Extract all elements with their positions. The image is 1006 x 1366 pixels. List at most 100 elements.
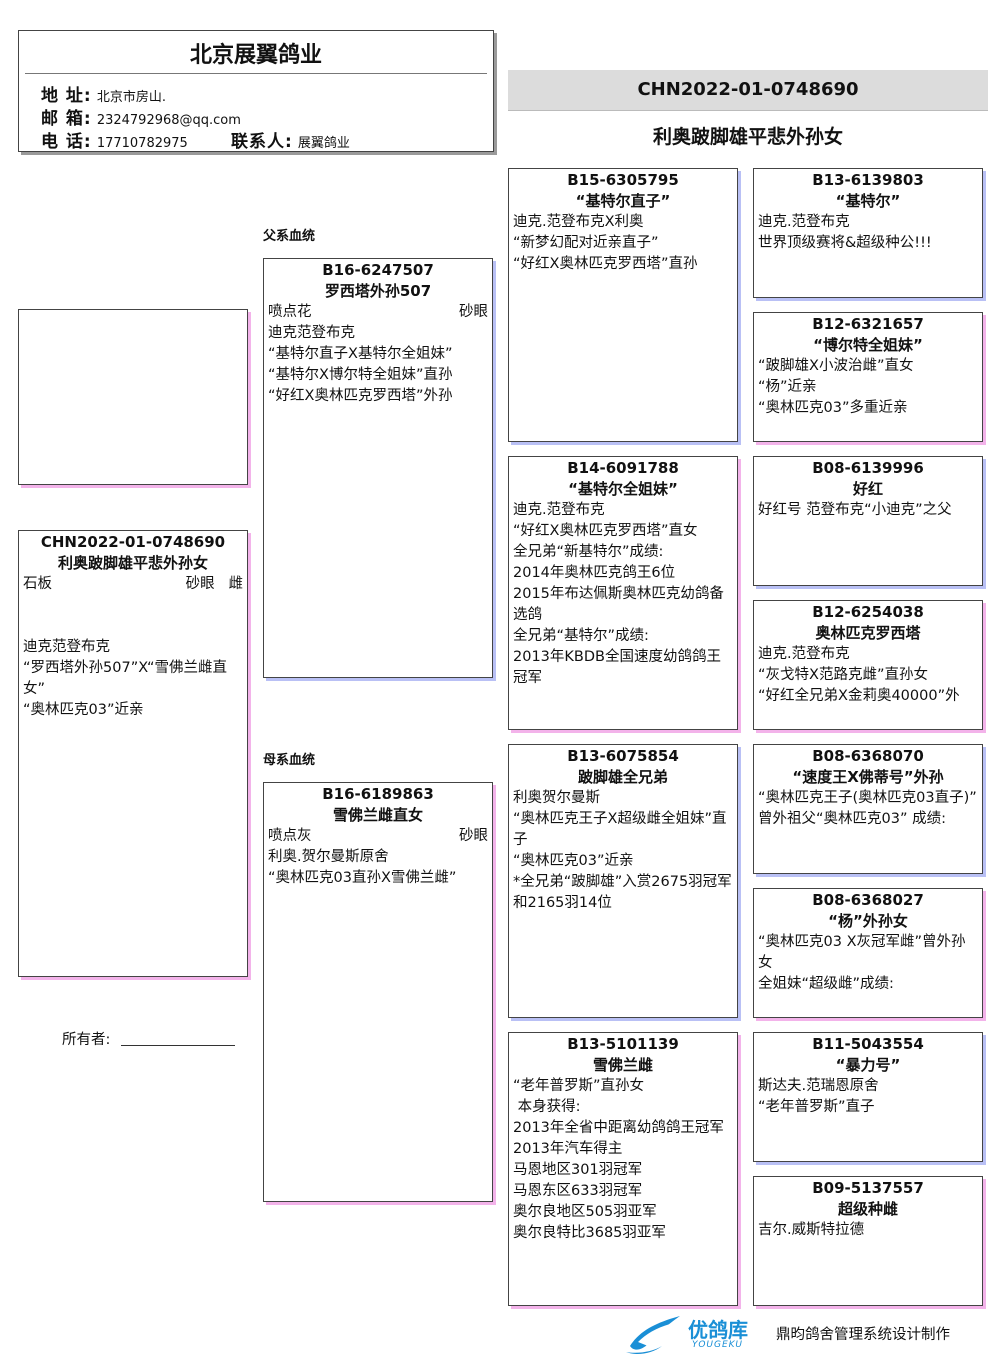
- grandparent-name: “基特尔直子”: [575, 192, 671, 210]
- footer-logo: 优鸽库 YOUGEKU: [622, 1312, 762, 1356]
- owner-label: 所有者:: [62, 1032, 111, 1048]
- grandparent-note: 迪克.范登布克: [513, 502, 605, 518]
- great-grandparent-ring: B09-5137557: [812, 1179, 924, 1197]
- great-grandparent-name: 好红: [852, 480, 883, 498]
- subject-color: 石板: [23, 576, 52, 592]
- top-ring-band: CHN2022-01-0748690: [508, 70, 988, 111]
- top-name: 利奥跛脚雄平悲外孙女: [652, 126, 843, 148]
- great-grandparent-note: 全姐妹“超级雌”成绩:: [758, 976, 894, 992]
- sire-ring: B16-6247507: [322, 261, 434, 279]
- grandparent-note: 2013年汽车得主: [513, 1141, 623, 1157]
- sire-eye: 砂眼: [459, 304, 488, 320]
- subject-note: “罗西塔外孙507”X“雪佛兰雌直女”: [23, 660, 228, 697]
- grandparent-note: 迪克.范登布克X利奥: [513, 214, 644, 230]
- header-divider: [25, 73, 487, 74]
- grandparent-note: “老年普罗斯”直孙女: [513, 1078, 645, 1094]
- great-grandparent-name: “基特尔”: [835, 192, 901, 210]
- great-grandparent-ring: B13-6139803: [812, 171, 924, 189]
- great-grandparent-note: 迪克.范登布克: [758, 646, 850, 662]
- grandparent-note: 利奥贺尔曼斯: [513, 790, 600, 806]
- grandparent-card: B15-6305795 “基特尔直子” 迪克.范登布克X利奥 “新梦幻配对近亲直…: [508, 168, 738, 442]
- sire-color: 喷点花: [268, 304, 312, 320]
- grandparent-note: 奥尔良特比3685羽亚军: [513, 1225, 666, 1241]
- subject-note: “奥林匹克03”近亲: [23, 702, 144, 718]
- dam-card: B16-6189863 雪佛兰雌直女 喷点灰 砂眼 利奥.贺尔曼斯原舍 “奥林匹…: [263, 782, 493, 1202]
- logo-cn: 优鸽库: [688, 1318, 748, 1342]
- dam-note: “奥林匹克03直孙X雪佛兰雌”: [268, 870, 457, 886]
- great-grandparent-name: “博尔特全姐妹”: [813, 336, 923, 354]
- address-value: 北京市房山.: [96, 90, 166, 105]
- subject-ring: CHN2022-01-0748690: [40, 533, 226, 551]
- grandparent-note: 2014年奥林匹克鸽王6位: [513, 565, 676, 581]
- dam-eye: 砂眼: [459, 828, 488, 844]
- contact-label: 联系人:: [231, 132, 293, 152]
- grandparent-note: “好红X奥林匹克罗西塔”直女: [513, 523, 698, 539]
- grandparent-ring: B13-5101139: [567, 1035, 679, 1053]
- email-label: 邮 箱:: [41, 109, 92, 129]
- grandparent-note: 2015年布达佩斯奥林匹克幼鸽备选鸽: [513, 586, 724, 623]
- great-grandparent-note: “奥林匹克03 X灰冠军雌”曾外孙女: [758, 934, 966, 971]
- logo-en: YOUGEKU: [692, 1340, 744, 1350]
- great-grandparent-ring: B11-5043554: [812, 1035, 924, 1053]
- company-name: 北京展翼鸽业: [189, 43, 322, 68]
- dam-note: 利奥.贺尔曼斯原舍: [268, 849, 389, 865]
- subject-eye: 砂眼: [185, 576, 215, 592]
- great-grandparent-ring: B12-6321657: [812, 315, 924, 333]
- grandparent-name: 雪佛兰雌: [592, 1056, 653, 1074]
- sire-note: “基特尔X博尔特全姐妹”直孙: [268, 367, 453, 383]
- subject-card: CHN2022-01-0748690 利奥跛脚雄平悲外孙女 石板 砂眼 雌 迪克…: [18, 530, 248, 977]
- grandparent-note: 马恩东区633羽冠军: [513, 1183, 643, 1199]
- sire-note: “好红X奥林匹克罗西塔”外孙: [268, 388, 453, 404]
- great-grandparent-card: B12-6254038 奥林匹克罗西塔 迪克.范登布克 “灰戈特X范路克雌”直孙…: [753, 600, 983, 730]
- great-grandparent-card: B13-6139803 “基特尔” 迪克.范登布克 世界顶级赛将&超级种公!!!: [753, 168, 983, 298]
- great-grandparent-name: “速度王X佛蒂号”外孙: [792, 768, 944, 786]
- great-grandparent-note: “好红全兄弟X金莉奥40000”外: [758, 688, 960, 704]
- great-grandparent-note: “奥林匹克03”多重近亲: [758, 400, 908, 416]
- great-grandparent-note: 吉尔.威斯特拉德: [758, 1222, 865, 1238]
- grandparent-note: “奥林匹克03”近亲: [513, 853, 634, 869]
- great-grandparent-name: 奥林匹克罗西塔: [815, 624, 921, 642]
- great-grandparent-card: B11-5043554 “暴力号” 斯达夫.范瑞恩原舍 “老年普罗斯”直子: [753, 1032, 983, 1162]
- grandparent-note: 2013年KBDB全国速度幼鸽鸽王冠军: [513, 649, 721, 686]
- great-grandparent-note: “奥林匹克王子(奥林匹克03直子)”: [758, 790, 977, 806]
- great-grandparent-note: “跛脚雄X小波治雌”直女: [758, 358, 914, 374]
- address-label: 地 址:: [41, 86, 92, 106]
- grandparent-card: B13-6075854 跛脚雄全兄弟 利奥贺尔曼斯 “奥林匹克王子X超级雌全姐妹…: [508, 744, 738, 1018]
- dam-ring: B16-6189863: [322, 785, 434, 803]
- sire-card: B16-6247507 罗西塔外孙507 喷点花 砂眼 迪克范登布克 “基特尔直…: [263, 258, 493, 678]
- great-grandparent-note: 好红号 范登布克“小迪克”之父: [758, 502, 952, 518]
- great-grandparent-note: “杨”近亲: [758, 379, 817, 395]
- great-grandparent-card: B12-6321657 “博尔特全姐妹” “跛脚雄X小波治雌”直女 “杨”近亲 …: [753, 312, 983, 442]
- subject-name: 利奥跛脚雄平悲外孙女: [57, 554, 208, 572]
- grandparent-ring: B13-6075854: [567, 747, 679, 765]
- photo-frame: [18, 309, 248, 485]
- sire-name: 罗西塔外孙507: [324, 282, 432, 300]
- grandparent-note: “好红X奥林匹克罗西塔”直孙: [513, 256, 698, 272]
- email-value: 2324792968@qq.com: [96, 113, 241, 128]
- footer-credit: 鼎昀鸽舍管理系统设计制作: [776, 1327, 950, 1343]
- grandparent-note: 全兄弟“新基特尔”成绩:: [513, 544, 664, 560]
- contact-value: 展翼鸽业: [297, 136, 350, 151]
- grandparent-note: 全兄弟“基特尔”成绩:: [513, 628, 649, 644]
- dam-name: 雪佛兰雌直女: [332, 806, 423, 824]
- great-grandparent-ring: B08-6368070: [812, 747, 924, 765]
- owner-field: 所有者:: [62, 1028, 235, 1049]
- grandparent-note: 马恩地区301羽冠军: [513, 1162, 643, 1178]
- owner-line: [121, 1045, 235, 1046]
- phone-label: 电 话:: [41, 132, 92, 152]
- subject-note: 迪克范登布克: [23, 639, 110, 655]
- great-grandparent-card: B08-6368070 “速度王X佛蒂号”外孙 “奥林匹克王子(奥林匹克03直子…: [753, 744, 983, 874]
- great-grandparent-note: “灰戈特X范路克雌”直孙女: [758, 667, 928, 683]
- grandparent-card: B13-5101139 雪佛兰雌 “老年普罗斯”直孙女 本身获得: 2013年全…: [508, 1032, 738, 1306]
- great-grandparent-ring: B12-6254038: [812, 603, 924, 621]
- subject-sex: 雌: [228, 576, 244, 592]
- great-grandparent-card: B08-6139996 好红 好红号 范登布克“小迪克”之父: [753, 456, 983, 586]
- grandparent-note: “奥林匹克王子X超级雌全姐妹”直子: [513, 811, 727, 848]
- sire-note: “基特尔直子X基特尔全姐妹”: [268, 346, 453, 362]
- paternal-label: 父系血统: [263, 229, 316, 244]
- great-grandparent-ring: B08-6139996: [812, 459, 924, 477]
- maternal-label: 母系血统: [263, 753, 316, 768]
- great-grandparent-ring: B08-6368027: [812, 891, 924, 909]
- great-grandparent-note: 迪克.范登布克: [758, 214, 850, 230]
- great-grandparent-note: 曾外祖父“奥林匹克03” 成绩:: [758, 811, 946, 827]
